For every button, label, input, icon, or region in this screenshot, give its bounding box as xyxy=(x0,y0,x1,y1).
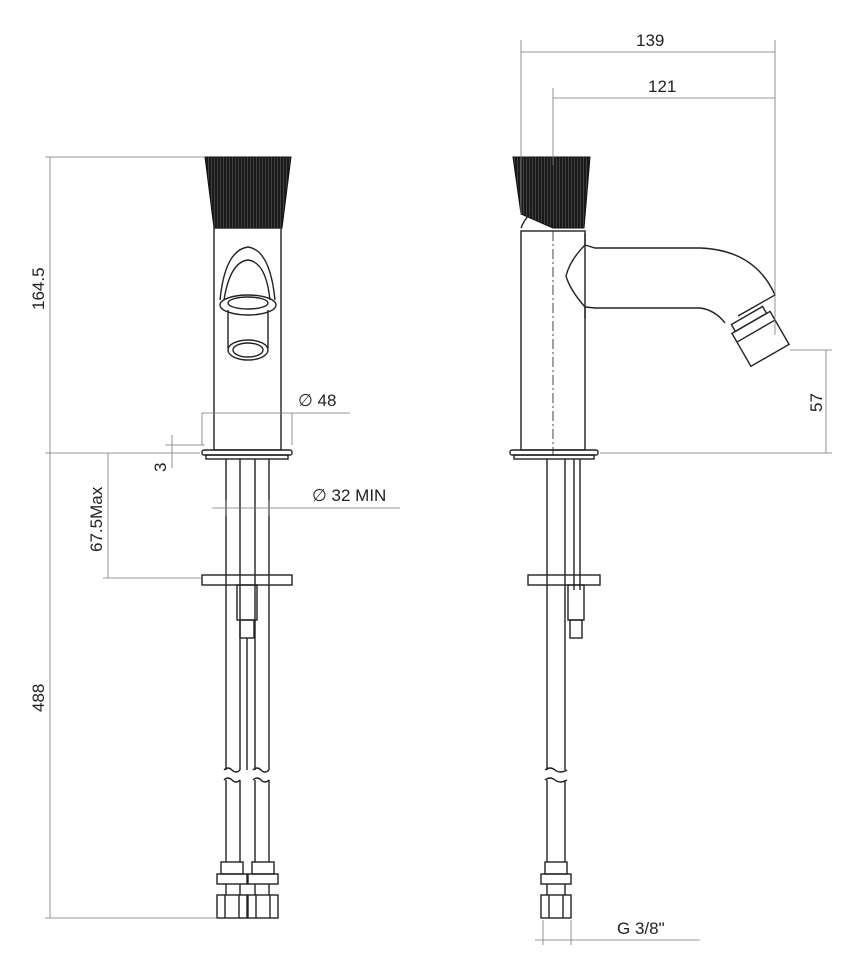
dimensions: 164.5 488 67.5Max 3 ∅ 48 ∅ 32 MIN 139 12… xyxy=(29,31,832,945)
dim-deck-thickness: 67.5Max xyxy=(87,486,106,552)
dim-body-diameter: ∅ 48 xyxy=(298,391,336,410)
dim-hole-diameter: ∅ 32 MIN xyxy=(312,486,386,505)
spout xyxy=(565,234,776,324)
handle-side xyxy=(512,156,591,229)
dim-spout-height: 57 xyxy=(807,393,826,412)
dim-connection-thread: G 3/8" xyxy=(617,919,665,938)
dim-base-gap: 3 xyxy=(151,463,170,472)
dim-spout-reach: 121 xyxy=(648,77,676,96)
aerator xyxy=(730,305,791,368)
dim-overall-height: 164.5 xyxy=(29,267,48,310)
dim-flexible-length: 488 xyxy=(29,684,48,712)
body-front xyxy=(213,227,282,451)
handle-front xyxy=(204,156,292,229)
side-view xyxy=(509,156,791,919)
front-view xyxy=(201,156,293,919)
dim-overall-depth: 139 xyxy=(636,31,664,50)
